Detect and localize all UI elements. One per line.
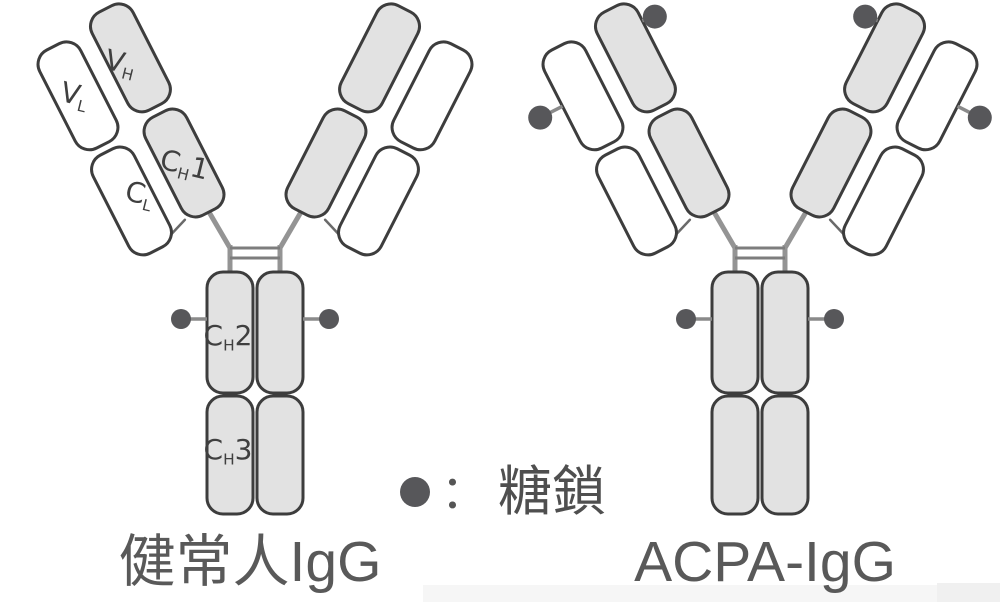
acpa-igg-ch3-domain-right (760, 394, 810, 516)
healthy-igg-ch3-domain-right (255, 394, 305, 516)
glycan-dot (824, 309, 844, 329)
healthy-igg-vh-domain-left (89, 2, 172, 114)
acpa-igg-vh-domain-right (843, 2, 926, 114)
healthy-igg-ch2-domain-right (255, 270, 305, 395)
bottom-edge-artifact (423, 585, 1000, 602)
glycan-dot (853, 4, 878, 29)
acpa-igg-ch2-domain-left (710, 270, 760, 395)
hinge-line (206, 209, 233, 251)
bottom-corner-artifact (937, 583, 1000, 602)
healthy-igg-cl-domain-left (90, 145, 173, 257)
glycan-dot (967, 105, 992, 130)
healthy-igg-vh-domain-right (338, 2, 421, 114)
acpa-igg-vl-domain-right (895, 40, 979, 152)
glycan-dot (319, 309, 339, 329)
healthy-igg-vl-domain-right (390, 40, 474, 152)
legend-label: 糖鎖 (498, 462, 606, 522)
healthy-igg-ch1-domain-left (142, 107, 226, 219)
domain-label-ch3: CH3 (203, 433, 253, 469)
caption-acpa-igg: ACPA-IgG (634, 530, 896, 594)
healthy-igg-ch2-domain-left (205, 270, 255, 395)
acpa-igg-ch1-domain-left (647, 107, 731, 219)
hinge-line (782, 209, 809, 251)
acpa-igg-cl-domain-right (842, 145, 925, 257)
legend-separator: ： (441, 466, 487, 518)
acpa-igg-ch3-domain-left (710, 394, 760, 516)
healthy-igg-ch1-domain-right (284, 107, 368, 219)
hinge-line (711, 209, 738, 251)
acpa-igg-ch1-domain-right (789, 107, 873, 219)
glycan-legend: ： 糖鎖 (400, 461, 606, 523)
glycan-dot (676, 309, 696, 329)
healthy-igg-vl-domain-left (36, 40, 120, 152)
glycan-dot (528, 105, 553, 130)
hinge-line (277, 209, 304, 251)
healthy-igg-ch3-domain-left (205, 394, 255, 516)
acpa-igg-vh-domain-left (594, 2, 677, 114)
acpa-igg-vl-domain-left (541, 40, 625, 152)
acpa-igg-cl-domain-left (595, 145, 678, 257)
glycan-dot (171, 309, 191, 329)
domain-label-ch2: CH2 (203, 319, 253, 355)
glycan-dot-legend-icon (400, 477, 430, 507)
glycan-dot (642, 4, 667, 29)
caption-healthy-igg: 健常人IgG (118, 530, 382, 594)
healthy-igg-cl-domain-right (337, 145, 420, 257)
acpa-igg-ch2-domain-right (760, 270, 810, 395)
